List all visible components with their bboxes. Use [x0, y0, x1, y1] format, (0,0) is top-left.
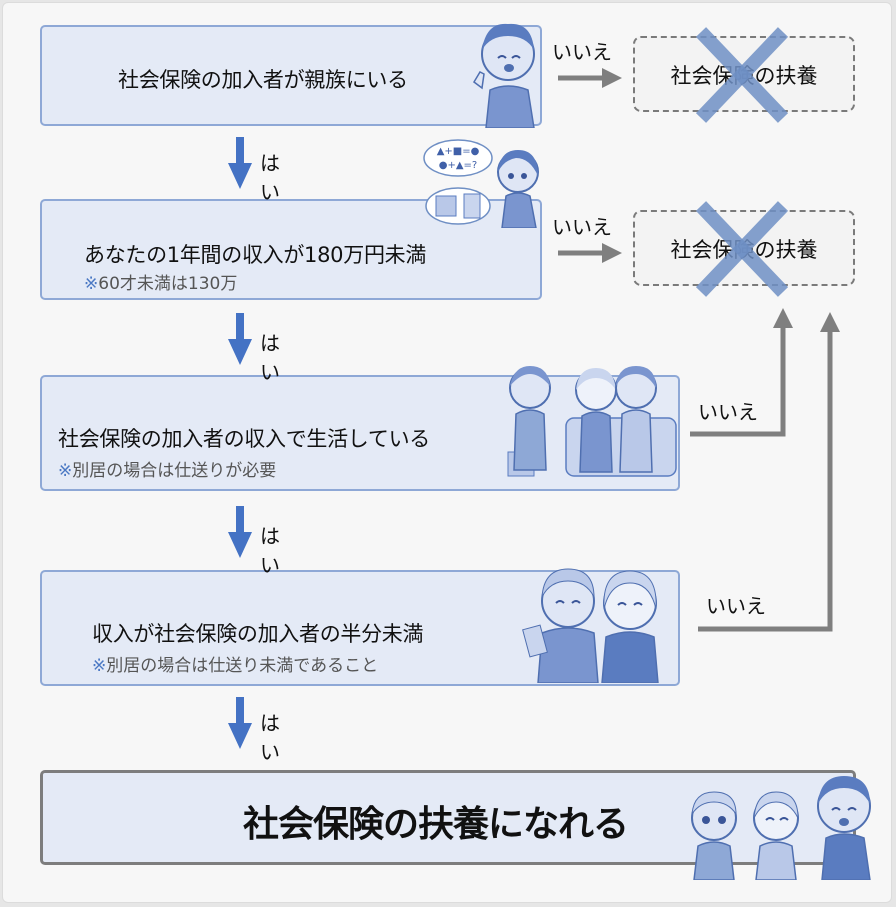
no-arrow-3 — [690, 308, 793, 437]
down-arrow-icon — [228, 137, 252, 189]
step-2-text: あなたの1年間の収入が180万円未満 — [84, 243, 427, 267]
no-label-3: いいえ — [698, 400, 758, 424]
thought-line-2: ●+▲=? — [439, 160, 477, 171]
note-mark: ※ — [58, 461, 73, 481]
step-2-note: ※60才未満は130万 — [84, 269, 237, 294]
three-people-waving-illustration — [691, 776, 871, 880]
step-2-note-text: 60才未満は130万 — [98, 274, 238, 294]
no-label-1: いいえ — [552, 40, 612, 64]
step-box-1: 社会保険の加入者が親族にいる — [40, 25, 542, 126]
family-on-sofa-illustration — [507, 366, 677, 477]
thought-line-1: ▲+■=● — [437, 146, 480, 157]
down-arrow-icon — [228, 506, 252, 558]
rejected-box-1: 社会保険の扶養 — [633, 27, 855, 123]
yes-arrow-2: はい — [228, 313, 280, 384]
cross-icon — [695, 201, 789, 297]
cross-icon — [695, 27, 789, 123]
yes-arrow-4: はい — [228, 697, 280, 764]
note-mark: ※ — [84, 274, 99, 294]
step-3-note-text: 別居の場合は仕送りが必要 — [72, 461, 277, 481]
result-text: 社会保険の扶養になれる — [243, 804, 629, 845]
yes-label: はい — [260, 331, 280, 384]
step-box-2: あなたの1年間の収入が180万円未満 ※60才未満は130万 — [40, 199, 542, 300]
down-arrow-icon — [228, 697, 252, 749]
down-arrow-icon — [228, 313, 252, 365]
yes-label: はい — [260, 524, 280, 577]
yes-label: はい — [260, 711, 280, 764]
no-label-4: いいえ — [706, 594, 766, 618]
yes-arrow-3: はい — [228, 506, 280, 577]
waving-man-illustration — [473, 23, 535, 128]
step-4-text: 収入が社会保険の加入者の半分未満 — [92, 622, 424, 646]
step-4-note-text: 別居の場合は仕送り未満であること — [106, 656, 379, 676]
yes-label: はい — [260, 151, 280, 204]
no-label-2: いいえ — [552, 215, 612, 239]
elderly-couple-illustration — [522, 568, 659, 683]
rejected-box-2: 社会保険の扶養 — [633, 201, 855, 297]
step-3-text: 社会保険の加入者の収入で生活している — [58, 427, 430, 451]
step-3-note: ※別居の場合は仕送りが必要 — [58, 456, 276, 481]
no-arrow-4 — [698, 312, 840, 632]
thinking-woman-illustration: ▲+■=● ●+▲=? — [423, 139, 539, 228]
note-mark: ※ — [92, 656, 107, 676]
yes-arrow-1: はい — [228, 137, 280, 204]
step-1-text: 社会保険の加入者が親族にいる — [118, 68, 408, 92]
step-4-note: ※別居の場合は仕送り未満であること — [92, 651, 378, 676]
